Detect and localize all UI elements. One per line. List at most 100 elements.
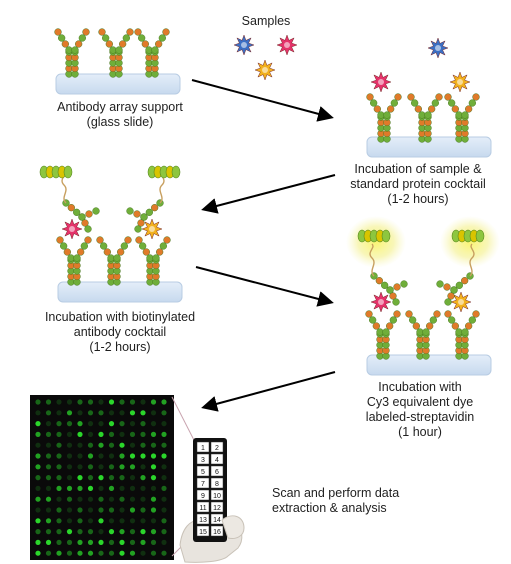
step3-line: (1-2 hours) [89, 340, 151, 354]
array-spot [161, 539, 167, 546]
sample-protein-blue [427, 37, 449, 59]
bound-protein-red [370, 291, 392, 313]
step1-line: (glass slide) [86, 115, 154, 129]
slide-well [210, 489, 224, 501]
array-spot [119, 431, 125, 437]
array-spot [150, 518, 157, 524]
array-spot [56, 496, 62, 502]
array-spot [161, 496, 167, 502]
bound-protein-yellow [450, 291, 472, 313]
array-spot [45, 464, 52, 470]
slide-well [196, 441, 210, 453]
array-spot [140, 529, 146, 535]
array-spot [150, 464, 157, 470]
array-spot [56, 399, 62, 405]
array-spot [150, 507, 157, 513]
capture-antibody [365, 310, 401, 360]
array-spot [35, 518, 41, 524]
array-spot [56, 421, 62, 427]
array-spot [45, 550, 52, 556]
slide-well-number: 9 [201, 493, 205, 500]
arrow-step3-to-step4 [195, 266, 334, 307]
slide-well [196, 465, 210, 477]
array-spot [129, 399, 136, 405]
array-spot [77, 529, 83, 535]
capture-antibody [96, 236, 132, 286]
array-spot [56, 453, 62, 459]
array-spot [161, 550, 167, 556]
array-spot [98, 464, 104, 470]
array-spot [108, 529, 115, 535]
array-spot [161, 442, 167, 448]
array-spot [140, 453, 146, 459]
array-spot [45, 518, 52, 524]
array-spot [108, 453, 115, 459]
array-spot [35, 550, 41, 556]
array-spot [56, 475, 62, 481]
step2-line: Incubation of sample & [354, 162, 482, 176]
array-spot [66, 421, 73, 427]
slide-well-number: 11 [199, 505, 206, 512]
array-spot [129, 421, 136, 427]
array-spot [56, 539, 62, 546]
arrow-step4-to-step5 [201, 371, 336, 412]
array-spot [140, 550, 146, 556]
bound-protein-red [61, 218, 83, 240]
array-spot [87, 399, 94, 405]
sample-protein-yellow [254, 59, 276, 81]
slide-well-number: 15 [199, 529, 207, 536]
array-spot [108, 442, 115, 448]
array-spot [108, 539, 115, 546]
array-spot [87, 550, 94, 556]
array-spot [161, 518, 167, 524]
array-spot [150, 421, 157, 427]
biotin-streptavidin-chain [451, 229, 485, 243]
array-spot [45, 442, 52, 448]
array-spot [129, 539, 136, 546]
slide-well [210, 501, 224, 513]
step3-line: antibody cocktail [73, 325, 167, 339]
array-spot [56, 507, 62, 513]
array-spot [87, 475, 94, 481]
array-spot [45, 485, 52, 491]
samples-label: Samples [228, 14, 304, 29]
sample-protein-blue [233, 34, 255, 56]
array-spot [56, 410, 62, 416]
step5-label: Scan and perform data extraction & analy… [272, 486, 452, 516]
array-spot [140, 421, 146, 427]
array-spot [150, 410, 157, 416]
array-spot [119, 464, 125, 470]
array-spot [150, 442, 157, 448]
array-spot [77, 496, 83, 502]
step4-line: Cy3 equivalent dye [366, 395, 474, 409]
array-spot [150, 550, 157, 556]
array-spot [35, 421, 41, 427]
array-spot [56, 529, 62, 535]
array-spot [98, 485, 104, 491]
bound-protein-red [370, 71, 392, 93]
array-spot [66, 539, 73, 546]
bound-protein-yellow [141, 218, 163, 240]
array-spot [129, 496, 136, 502]
array-spot [140, 442, 146, 448]
array-spot [108, 464, 115, 470]
array-spot [98, 539, 104, 546]
array-spot [119, 539, 125, 546]
slide-well-number: 14 [213, 517, 221, 524]
biotin-streptavidin-chain [147, 165, 181, 179]
step1-illustration [54, 28, 181, 95]
array-spot [119, 507, 125, 513]
array-spot [35, 496, 41, 502]
array-spot [98, 529, 104, 535]
array-spot [45, 421, 52, 427]
array-spot [45, 399, 52, 405]
slide-well-number: 10 [213, 493, 221, 500]
array-spot [119, 421, 125, 427]
array-spot [140, 431, 146, 437]
array-spot [35, 410, 41, 416]
arrow-step1-to-step2 [191, 79, 334, 122]
array-spot [98, 410, 104, 416]
array-spot [150, 431, 157, 437]
arrow-step2-to-step3 [201, 174, 336, 214]
